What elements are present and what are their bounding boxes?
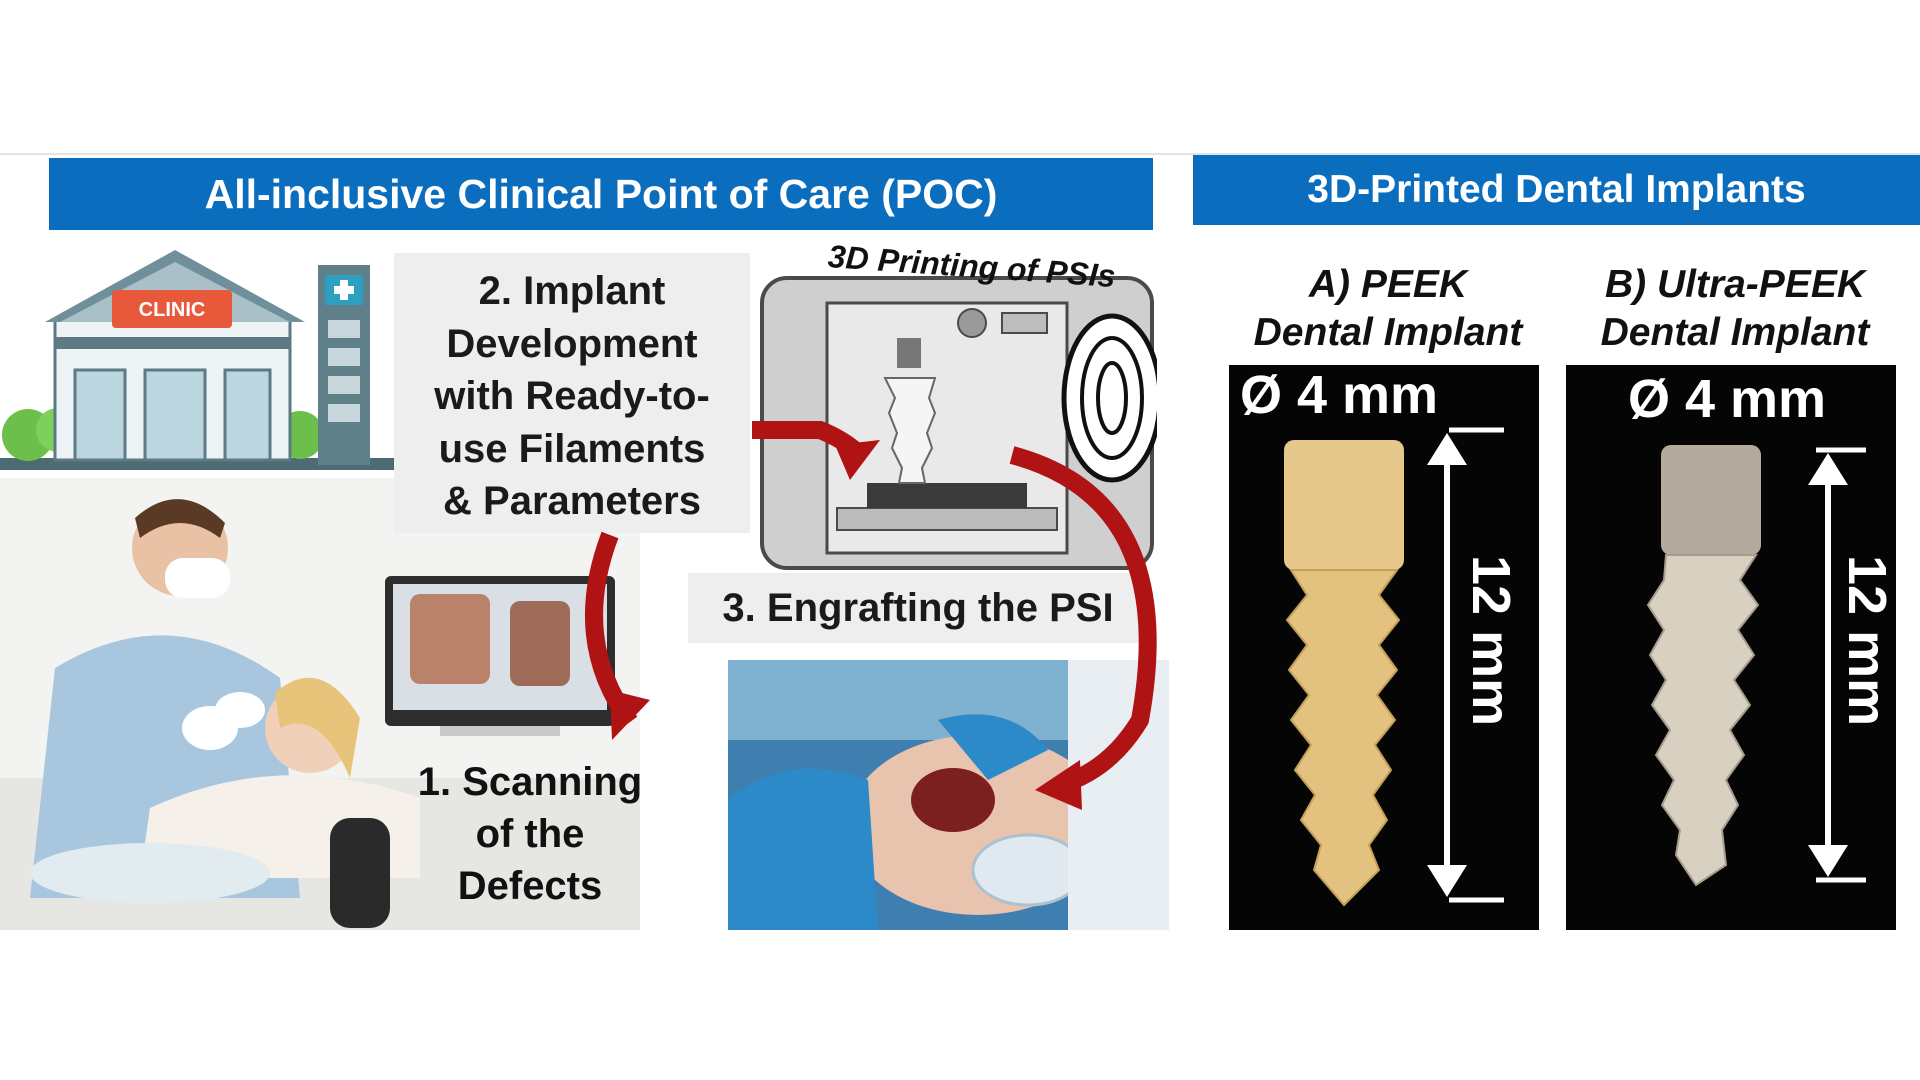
implant-a-length: 12 mm <box>1461 555 1521 727</box>
implants-banner: 3D-Printed Dental Implants <box>1193 155 1920 225</box>
dental-chair <box>330 818 390 928</box>
dentist-mask <box>165 558 230 598</box>
step2-line4: use Filaments <box>438 426 706 471</box>
step3-label: 3. Engrafting the PSI <box>722 586 1114 630</box>
implant-a-photo <box>1284 427 1504 907</box>
poc-title: All-inclusive Clinical Point of Care (PO… <box>204 170 998 217</box>
implant-a-label-line2: Dental Implant <box>1253 311 1523 354</box>
surgeon-glove-left <box>728 768 878 930</box>
clinic-sign: CLINIC <box>139 299 206 321</box>
surgery-scene <box>728 660 1169 930</box>
printer-illustration <box>760 276 1157 570</box>
step2-line1: 2. Implant <box>478 269 666 313</box>
implant-a-diameter: Ø 4 mm <box>1240 365 1439 425</box>
step1-line1: 1. Scanning <box>417 760 643 804</box>
patient-mouth <box>911 768 995 832</box>
implant-a-label: A) PEEK Dental Implant <box>1228 261 1548 357</box>
implant-b-diameter: Ø 4 mm <box>1628 369 1827 429</box>
step2-line3: with Ready-to- <box>434 374 710 418</box>
top-divider <box>0 153 1920 155</box>
implant-a-label-line1: A) PEEK <box>1308 263 1468 306</box>
implant-b-length: 12 mm <box>1837 555 1897 727</box>
step1-line2: of the <box>475 812 585 856</box>
implant-b-photo <box>1646 445 1866 887</box>
implant-b-label-line1: B) Ultra-PEEK <box>1604 263 1866 306</box>
step3-box: 3. Engrafting the PSI <box>688 573 1148 643</box>
surgeon-glove-right <box>938 714 1048 780</box>
step1-text: 1. Scanning of the Defects <box>380 756 680 912</box>
step1-line3: Defects <box>457 864 603 908</box>
poc-banner: All-inclusive Clinical Point of Care (PO… <box>49 158 1153 230</box>
clinic-illustration: CLINIC <box>0 250 395 470</box>
step2-box: 2. Implant Development with Ready-to- us… <box>394 253 750 533</box>
implant-b-label: B) Ultra-PEEK Dental Implant <box>1570 261 1900 357</box>
step2-line2: Development <box>446 321 698 366</box>
implant-b-label-line2: Dental Implant <box>1600 311 1870 354</box>
implants-title: 3D-Printed Dental Implants <box>1307 168 1806 211</box>
arrow-printer-to-surgery <box>1009 446 1157 794</box>
scan-monitor <box>385 576 615 736</box>
step2-line5: & Parameters <box>443 479 701 523</box>
printed-implant <box>883 377 937 484</box>
